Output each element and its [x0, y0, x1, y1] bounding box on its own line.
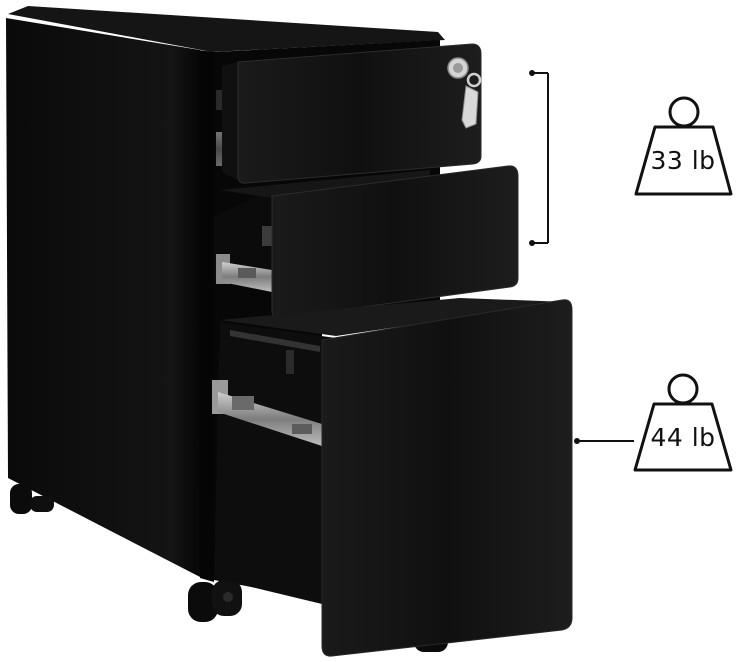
- caster-back-left: [10, 484, 54, 514]
- filing-cabinet: [6, 6, 573, 657]
- weight-icon: 33 lb: [634, 96, 733, 196]
- drawer-top-front: [237, 43, 482, 184]
- key-icon: [461, 72, 482, 129]
- cabinet-top: [8, 6, 445, 52]
- drawer-top: [216, 43, 482, 184]
- drawer-bottom-front: [321, 299, 573, 657]
- drawer-bottom-rail: [212, 380, 322, 446]
- lock-icon: [447, 57, 469, 79]
- cabinet-side-panel: [6, 18, 202, 578]
- dimension-dot: [529, 70, 535, 76]
- drawer-middle-rail: [216, 254, 272, 292]
- weight-label-bottom-drawer: 44 lb: [650, 423, 715, 452]
- dimension-dot: [529, 240, 535, 246]
- cabinet-front-edge: [198, 50, 214, 582]
- drawer-bottom: [212, 298, 573, 657]
- dimension-leader-bottom: [574, 438, 634, 444]
- weight-label-top-drawers: 33 lb: [650, 146, 715, 175]
- caster-front-left: [188, 580, 242, 622]
- weight-icon: 44 lb: [633, 373, 733, 472]
- dimension-bracket-top: [532, 72, 549, 244]
- drawer-middle: [214, 165, 519, 319]
